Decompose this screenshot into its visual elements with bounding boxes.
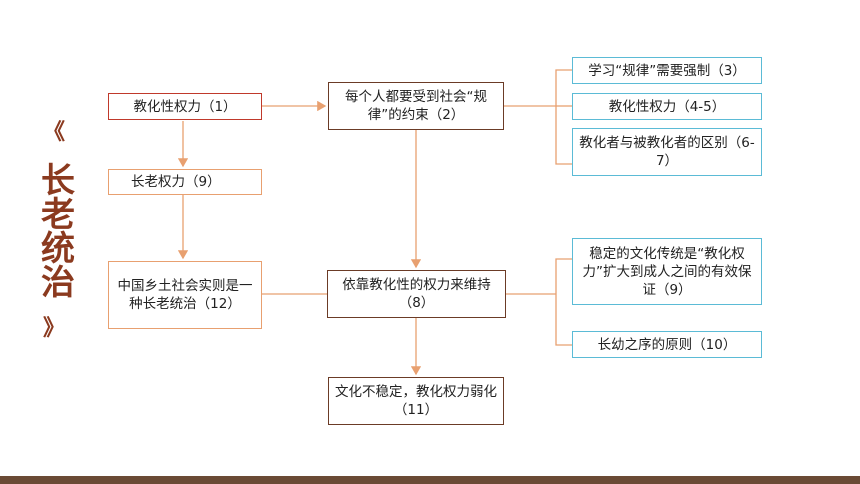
node-educator-diff: 教化者与被教化者的区别（6-7） (572, 128, 762, 176)
node-china-rural: 中国乡土社会实则是一种长老统治（12） (108, 261, 262, 329)
node-stable-culture: 稳定的文化传统是“教化权力”扩大到成人之间的有效保证（9） (572, 238, 762, 305)
footer-bar (0, 476, 860, 484)
title-close-bracket: 》 (42, 315, 65, 341)
node-learn-rules: 学习“规律”需要强制（3） (572, 57, 762, 84)
title-text: 长老统治 (34, 162, 75, 298)
node-jiaohua-power: 教化性权力（1） (108, 93, 262, 120)
node-elder-order: 长幼之序的原则（10） (572, 331, 762, 358)
node-elder-power: 长老权力（9） (108, 169, 262, 195)
node-culture-unstable: 文化不稳定，教化权力弱化（11） (328, 377, 504, 425)
node-rely-power: 依靠教化性的权力来维持（8） (327, 270, 506, 318)
node-social-rules: 每个人都要受到社会“规律”的约束（2） (328, 82, 504, 130)
bracket-bottom (555, 258, 572, 346)
title-open-bracket: 《 (42, 119, 65, 145)
bracket-top (555, 69, 572, 165)
vertical-title: 《 长老统治 》 (28, 120, 80, 340)
node-jiaohua-power-2: 教化性权力（4-5） (572, 93, 762, 120)
